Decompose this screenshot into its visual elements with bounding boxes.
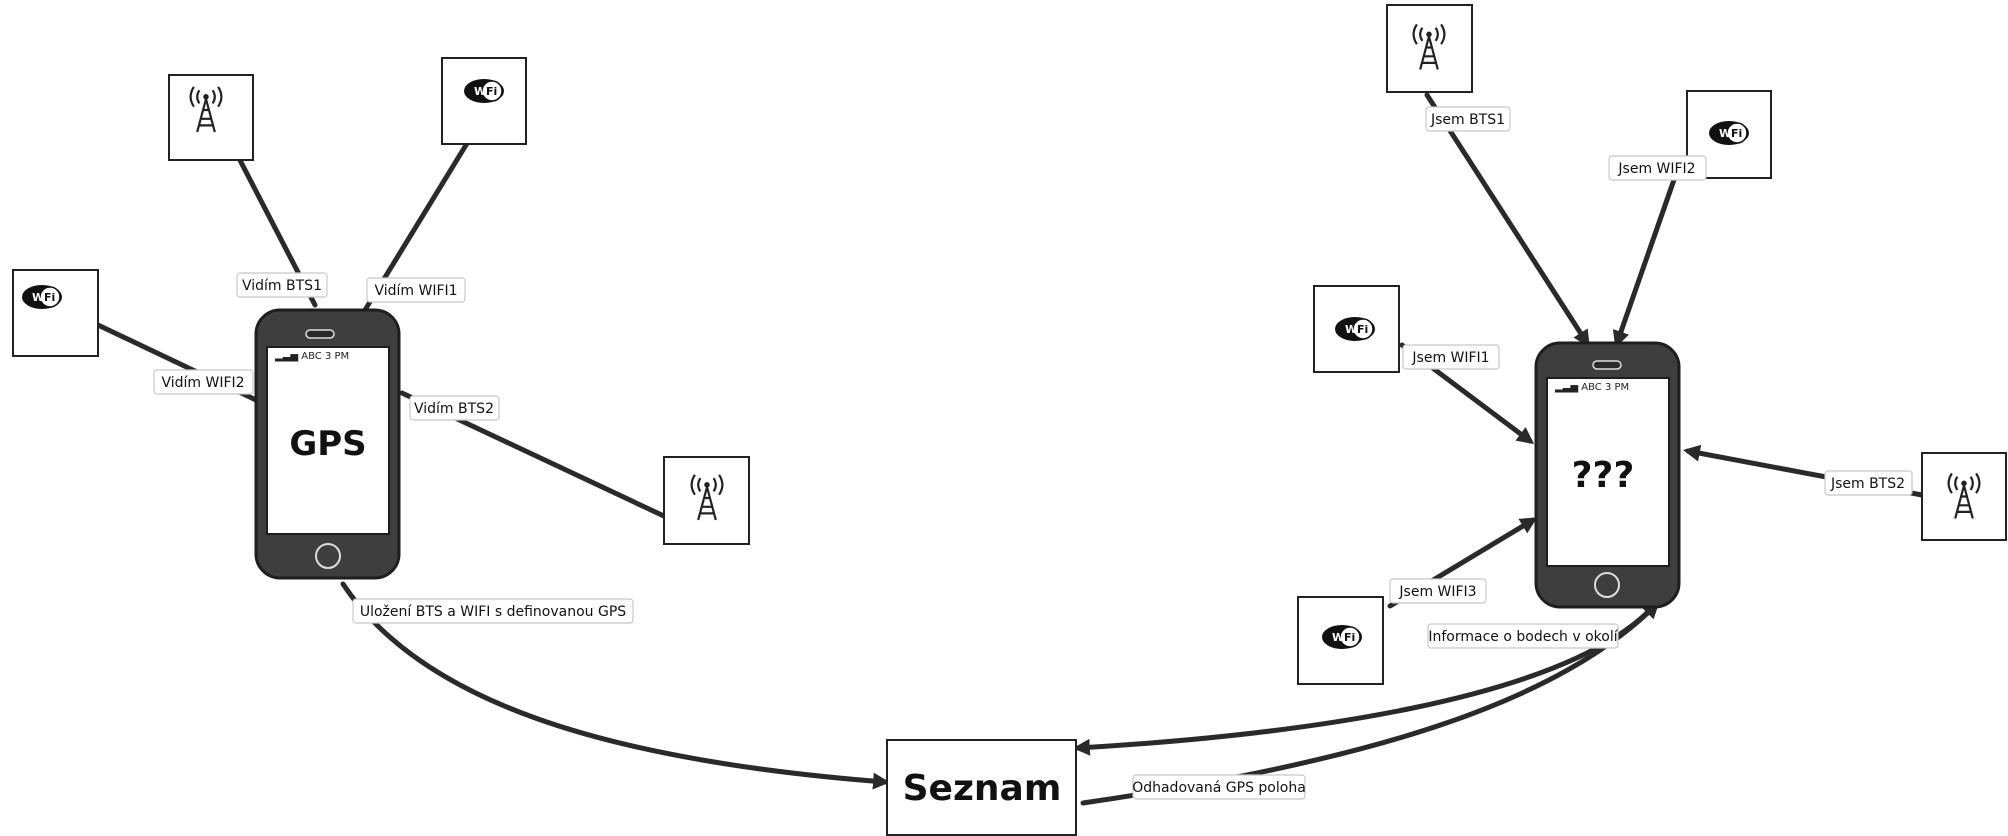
label-am-wifi2: Jsem WIFI2: [1608, 155, 1707, 181]
wifi-logo-icon: Wi Fi: [1322, 625, 1362, 649]
svg-text:Wi: Wi: [32, 291, 48, 304]
svg-text:Jsem WIFI1: Jsem WIFI1: [1411, 350, 1489, 366]
label-am-wifi3: Jsem WIFI3: [1389, 578, 1487, 604]
label-am-bts2: Jsem BTS2: [1824, 470, 1913, 496]
svg-text:Uložení BTS a WIFI s definovan: Uložení BTS a WIFI s definovanou GPS: [360, 604, 626, 620]
svg-text:Wi: Wi: [1719, 127, 1735, 140]
svg-text:Jsem BTS1: Jsem BTS1: [1430, 112, 1505, 128]
wifi-logo-icon: Wi Fi: [1335, 317, 1375, 341]
seznam-label: Seznam: [903, 768, 1062, 809]
label-info: Informace o bodech v okolí: [1427, 623, 1619, 649]
svg-text:Vidím BTS2: Vidím BTS2: [414, 401, 494, 417]
wifi3-box-right: Wi Fi: [1297, 596, 1384, 685]
svg-text:Wi: Wi: [474, 85, 490, 98]
bts2-box-left: [663, 456, 750, 545]
label-store: Uložení BTS a WIFI s definovanou GPS: [352, 598, 634, 624]
home-button: [1594, 572, 1620, 598]
status-bar-left: ▂▃▅ ABC 3 PM: [274, 351, 349, 362]
svg-text:Fi: Fi: [1357, 323, 1368, 336]
phone-speaker: [305, 329, 335, 339]
wifi-logo-icon: Wi Fi: [1709, 121, 1749, 145]
wifi-logo-icon: Wi Fi: [464, 79, 504, 103]
phone-speaker: [1592, 360, 1622, 370]
arrow-see-wifi1: [362, 109, 488, 313]
phone-left-screen-text: GPS: [289, 424, 366, 464]
arrow-am-wifi2: [1612, 171, 1679, 348]
bts1-box-right: [1386, 4, 1473, 93]
phone-right: ▂▃▅ ABC 3 PM ???: [1534, 341, 1681, 609]
svg-text:Jsem BTS2: Jsem BTS2: [1830, 476, 1905, 492]
status-bar-right: ▂▃▅ ABC 3 PM: [1554, 382, 1629, 393]
phone-right-screen-text: ???: [1572, 455, 1635, 496]
phone-left: ▂▃▅ ABC 3 PM GPS: [254, 308, 401, 580]
label-am-wifi1: Jsem WIFI1: [1402, 344, 1500, 370]
svg-text:Fi: Fi: [486, 85, 497, 98]
label-see-bts1: Vidím BTS1: [236, 272, 328, 298]
arrow-am-bts1: [1424, 92, 1590, 348]
label-see-wifi1: Vidím WIFI1: [366, 277, 466, 303]
svg-text:Odhadovaná GPS poloha: Odhadovaná GPS poloha: [1132, 780, 1306, 796]
bts2-box-right: [1921, 452, 2007, 541]
wifi2-box-left: Wi Fi: [12, 269, 99, 357]
svg-text:Vidím WIFI1: Vidím WIFI1: [374, 283, 457, 299]
svg-text:Informace o bodech v okolí: Informace o bodech v okolí: [1428, 629, 1618, 645]
svg-text:Vidím WIFI2: Vidím WIFI2: [161, 375, 244, 391]
home-button: [315, 543, 341, 569]
seznam-box: Seznam: [886, 739, 1077, 836]
svg-text:Fi: Fi: [44, 291, 55, 304]
bts1-box-left: [168, 74, 254, 161]
arrow-store: [340, 581, 891, 790]
wifi1-box-left: Wi Fi: [441, 57, 527, 145]
svg-text:Jsem WIFI3: Jsem WIFI3: [1398, 584, 1476, 600]
svg-text:Vidím BTS1: Vidím BTS1: [242, 278, 322, 294]
svg-text:Wi: Wi: [1345, 323, 1361, 336]
svg-text:Fi: Fi: [1731, 127, 1742, 140]
label-am-bts1: Jsem BTS1: [1425, 106, 1511, 132]
label-see-bts2: Vidím BTS2: [409, 395, 500, 421]
svg-text:Jsem WIFI2: Jsem WIFI2: [1617, 161, 1695, 177]
svg-text:Wi: Wi: [1332, 631, 1348, 644]
label-estimated: Odhadovaná GPS poloha: [1132, 774, 1306, 800]
wifi-logo-icon: Wi Fi: [22, 285, 62, 309]
svg-text:Fi: Fi: [1344, 631, 1355, 644]
wifi1-box-right: Wi Fi: [1313, 285, 1400, 373]
label-see-wifi2: Vidím WIFI2: [153, 369, 254, 395]
